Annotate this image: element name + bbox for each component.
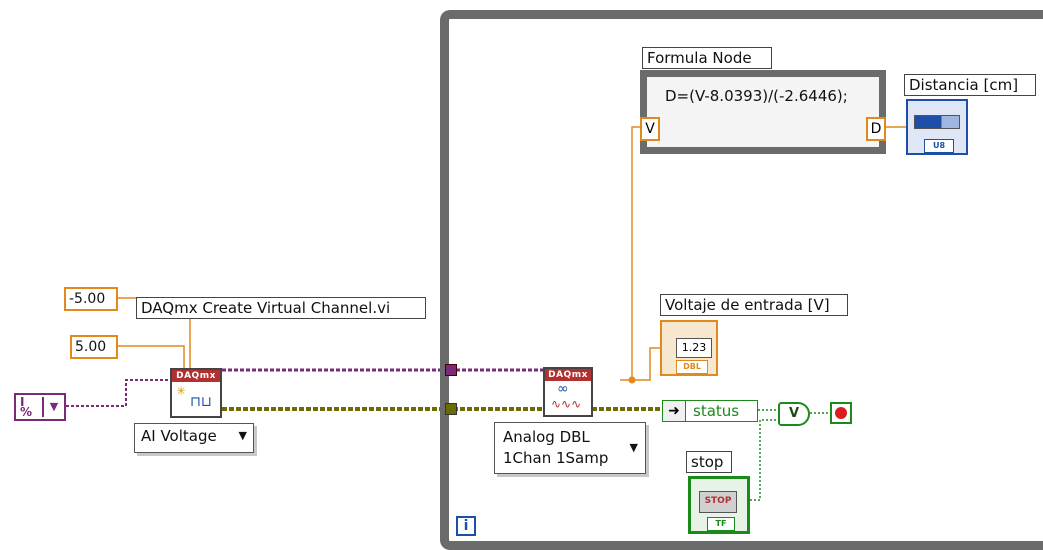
stop-wire [750,419,778,501]
create-channel-label: DAQmx Create Virtual Channel.vi [136,297,426,319]
min-value-constant[interactable]: -5.00 [64,287,118,311]
loop-condition-icon[interactable] [830,402,852,424]
formula-node-label: Formula Node [642,47,772,69]
voltage-label: Voltaje de entrada [V] [660,294,848,316]
physical-channel-control[interactable]: I% ▼ [14,393,66,421]
stop-sign-icon [835,407,847,419]
daqmx-header: DAQmx [545,369,591,381]
voltage-value: 1.23 [676,338,712,358]
arrow-right-icon: ➜ [663,401,686,421]
status-unbundle[interactable]: ➜ status [662,400,758,422]
stop-label: stop [686,451,732,473]
voltage-indicator[interactable]: 1.23 DBL [660,320,718,376]
status-label: status [693,402,740,420]
analog-dbl-selector[interactable]: Analog DBL 1Chan 1Samp ▼ [494,422,646,474]
formula-output-d: D [866,117,886,141]
max-wire [118,345,185,370]
distance-indicator[interactable]: U8 [906,99,968,155]
channel-wire [66,379,170,407]
dropdown-arrow-icon: ▼ [629,441,638,454]
ai-voltage-selector[interactable]: AI Voltage ▼ [134,423,254,453]
max-value-constant[interactable]: 5.00 [70,335,118,359]
loop-task-tunnel [445,364,457,376]
formula-expression[interactable]: D=(V-8.0393)/(-2.6446); [665,87,848,105]
voltage-type: DBL [676,360,708,374]
stop-type: TF [707,517,735,531]
distance-type: U8 [924,139,954,153]
voltage-wire-branch [632,347,660,381]
ai-voltage-label: AI Voltage [141,427,217,445]
dropdown-arrow-icon[interactable]: ▼ [42,397,64,417]
create-channel-node[interactable]: DAQmx ✳ ⊓⊔ [170,368,222,418]
progress-bar-icon [914,115,960,129]
daqmx-header: DAQmx [172,370,220,382]
selector-line-1: Analog DBL [503,428,590,446]
stop-button[interactable]: STOP [699,491,737,513]
io-icon: I% [20,395,33,419]
stop-control[interactable]: STOP TF [688,476,750,534]
iteration-terminal: i [456,516,476,536]
daqmx-read-node[interactable]: DAQmx ∞ ∿∿∿ [543,367,593,417]
waveform-icon: ⊓⊔ [190,394,212,410]
or-gate[interactable]: V [778,402,810,426]
formula-node[interactable]: D=(V-8.0393)/(-2.6446); [640,70,886,154]
selector-line-2: 1Chan 1Samp [503,449,609,467]
loop-error-tunnel [445,403,457,415]
dropdown-arrow-icon: ▼ [238,429,247,442]
while-loop[interactable] [440,10,1043,550]
sparkle-icon: ✳ [176,384,187,398]
voltage-wire-up [620,126,640,381]
formula-input-v: V [640,117,660,141]
distance-label: Distancia [cm] [904,74,1036,96]
glasses-icon: ∞ [557,381,569,397]
sine-wave-icon: ∿∿∿ [551,397,582,411]
